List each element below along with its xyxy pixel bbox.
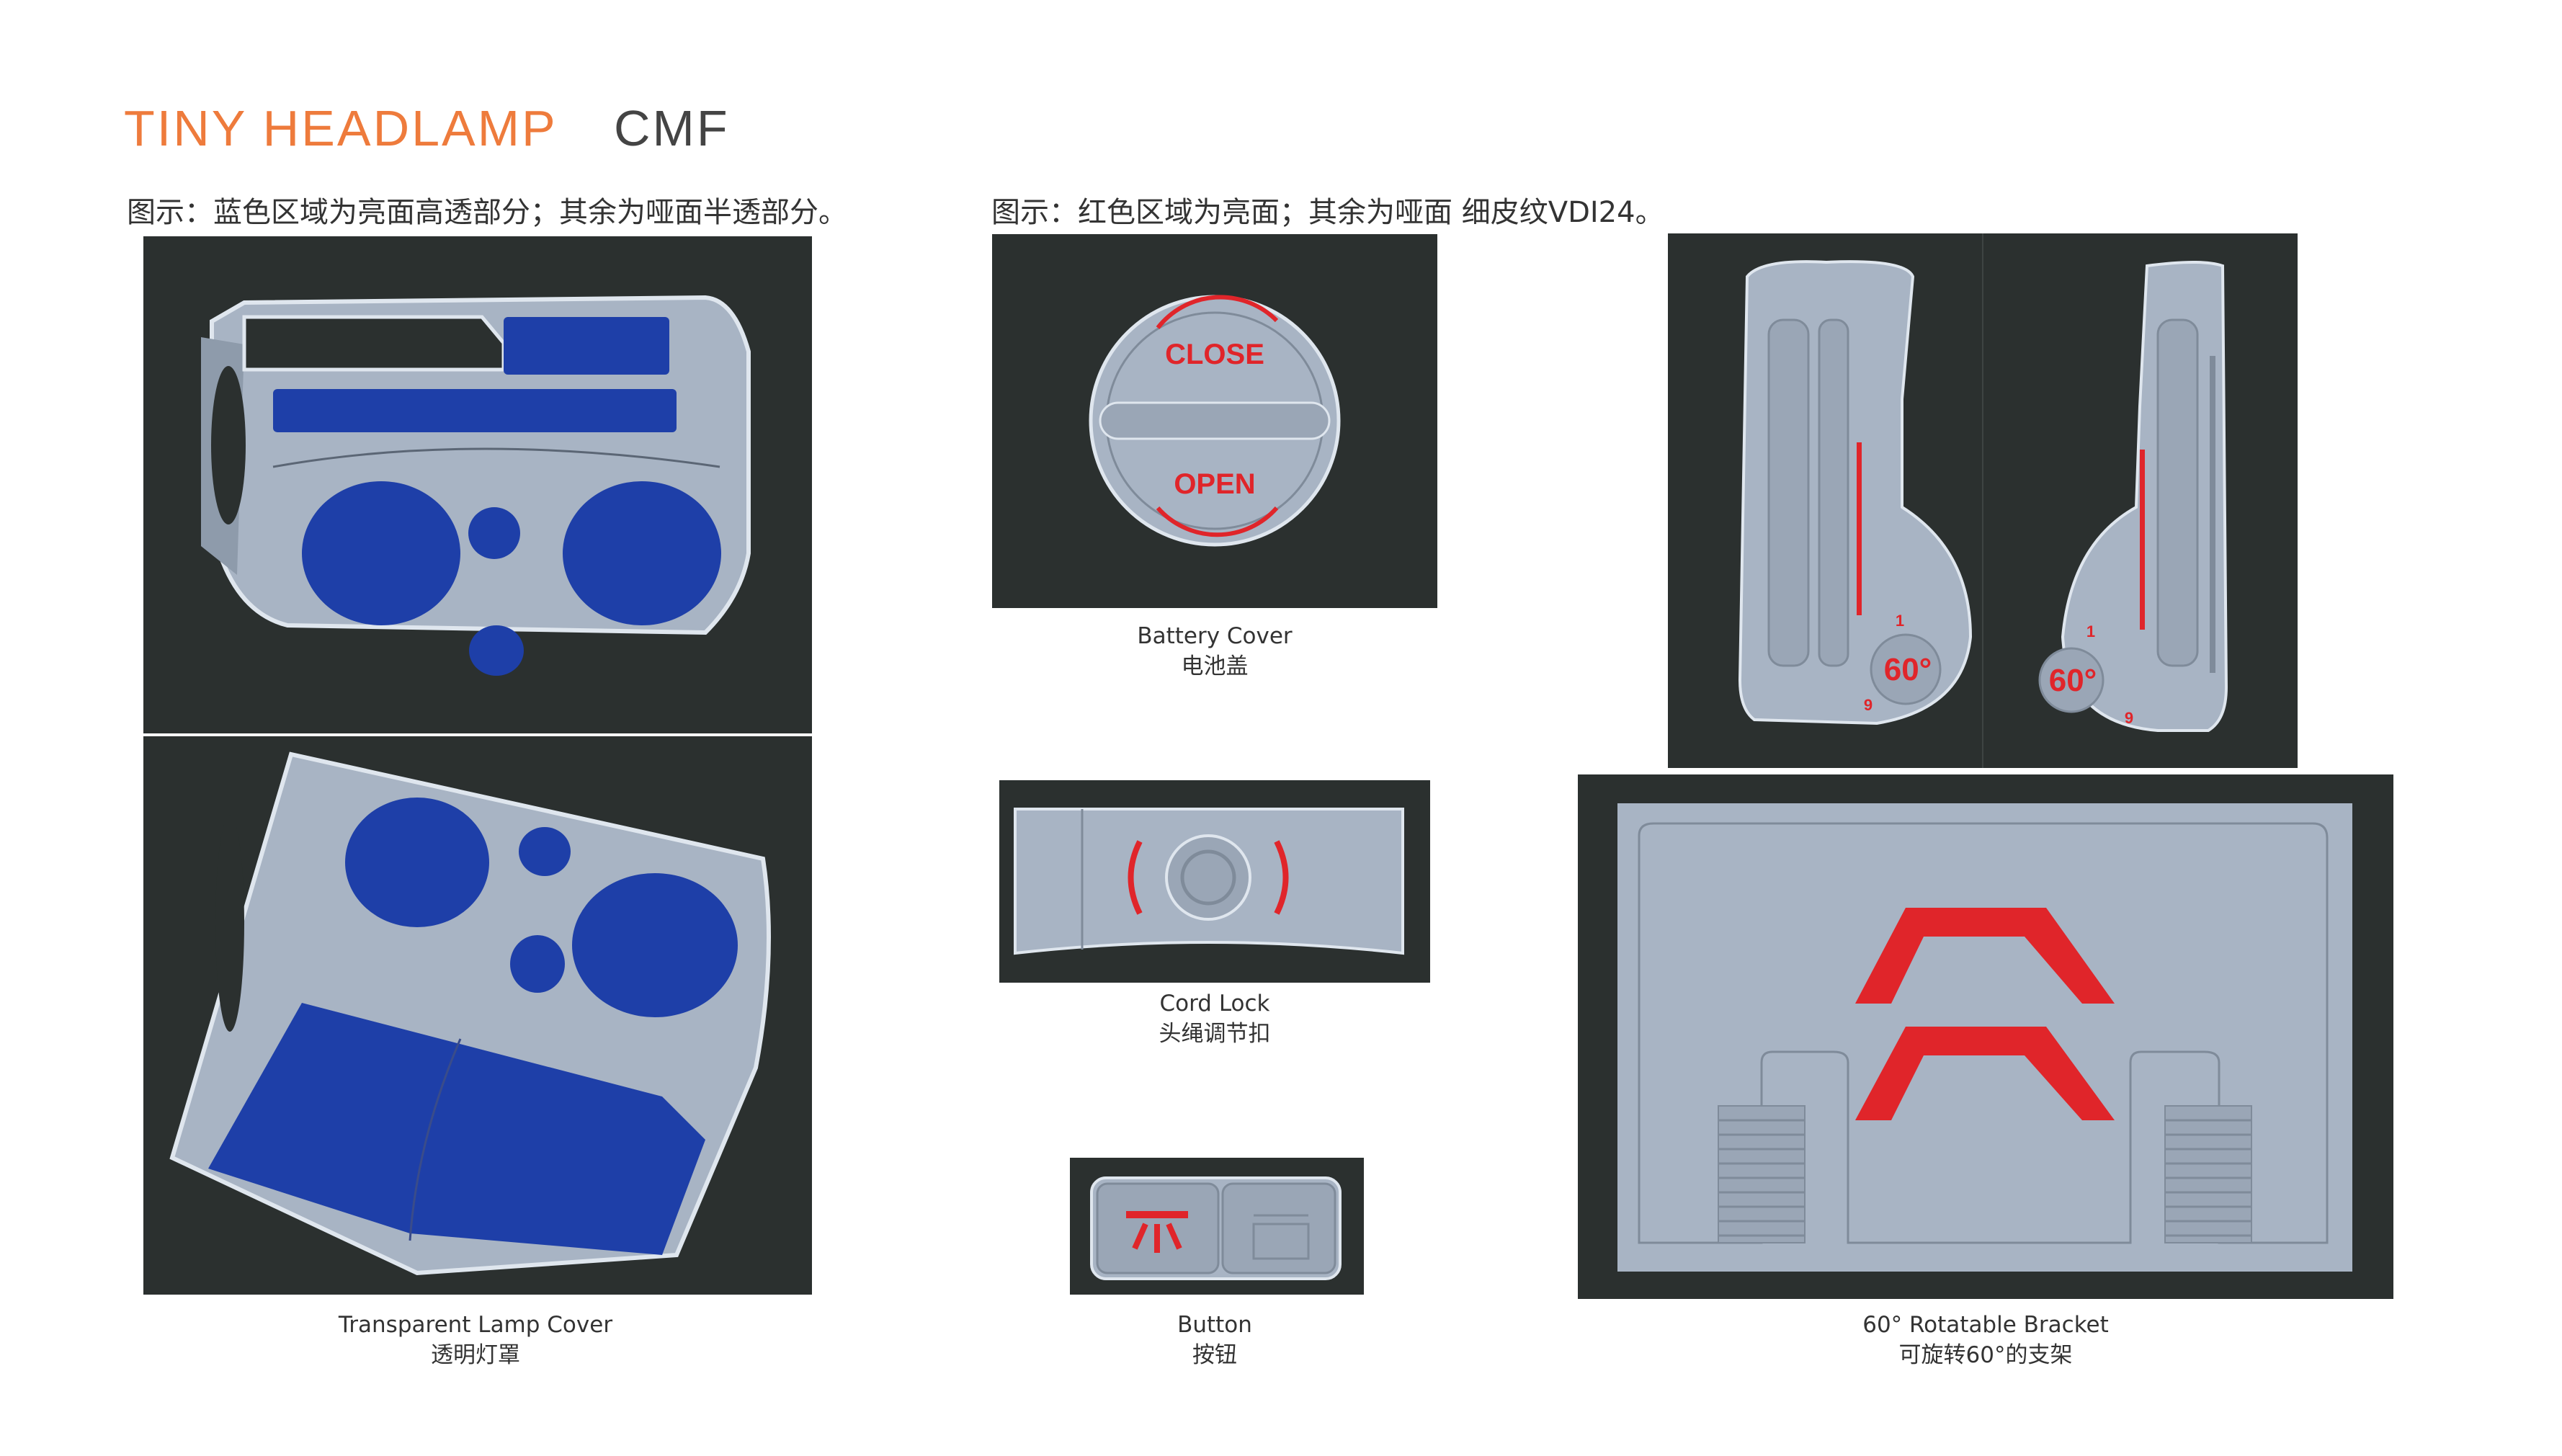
cord-lock-image — [999, 780, 1430, 983]
bracket-right-tick-1: 1 — [2086, 622, 2095, 640]
bracket-side-image: 60° 1 9 60° 1 9 — [1668, 233, 2298, 768]
button-caption: Button 按钮 — [1071, 1310, 1359, 1370]
lamp-cover-top-image — [143, 236, 812, 733]
button-label-cn: 按钮 — [1192, 1342, 1237, 1368]
bracket-right-angle-text: 60° — [2049, 663, 2097, 698]
note-left: 图示：蓝色区域为亮面高透部分；其余为哑面半透部分。 — [127, 196, 847, 229]
bracket-caption: 60° Rotatable Bracket 可旋转60°的支架 — [1842, 1310, 2130, 1370]
button-image — [1070, 1158, 1364, 1295]
bracket-left-tick-2: 9 — [1864, 696, 1873, 714]
battery-open-text: OPEN — [1174, 468, 1255, 500]
battery-cover-image: CLOSE OPEN — [992, 234, 1437, 608]
bracket-right-tick-2: 9 — [2125, 709, 2133, 727]
lamp-cover-label-cn: 透明灯罩 — [431, 1342, 520, 1368]
note-right: 图示：红色区域为亮面；其余为哑面 细皮纹VDI24。 — [991, 196, 1664, 229]
bracket-left-angle-text: 60° — [1884, 652, 1932, 687]
bracket-left-tick-1: 1 — [1896, 612, 1904, 630]
lamp-cover-caption: Transparent Lamp Cover 透明灯罩 — [274, 1310, 677, 1370]
lamp-cover-bottom-image — [143, 736, 812, 1295]
battery-cover-label-en: Battery Cover — [1137, 623, 1293, 649]
battery-cover-label-cn: 电池盖 — [1181, 653, 1249, 679]
battery-close-text: CLOSE — [1165, 339, 1264, 370]
cord-lock-label-en: Cord Lock — [1159, 991, 1270, 1017]
battery-cover-caption: Battery Cover 电池盖 — [1071, 621, 1359, 682]
page-subtitle: CMF — [614, 100, 730, 156]
button-label-en: Button — [1177, 1312, 1252, 1338]
page-title: TINY HEADLAMP — [124, 100, 558, 156]
lamp-cover-label-en: Transparent Lamp Cover — [338, 1312, 613, 1338]
bracket-label-cn: 可旋转60°的支架 — [1898, 1342, 2073, 1368]
bracket-label-en: 60° Rotatable Bracket — [1862, 1312, 2109, 1338]
cord-lock-label-cn: 头绳调节扣 — [1159, 1021, 1271, 1047]
cord-lock-caption: Cord Lock 头绳调节扣 — [1071, 988, 1359, 1049]
bracket-face-image — [1578, 774, 2393, 1299]
